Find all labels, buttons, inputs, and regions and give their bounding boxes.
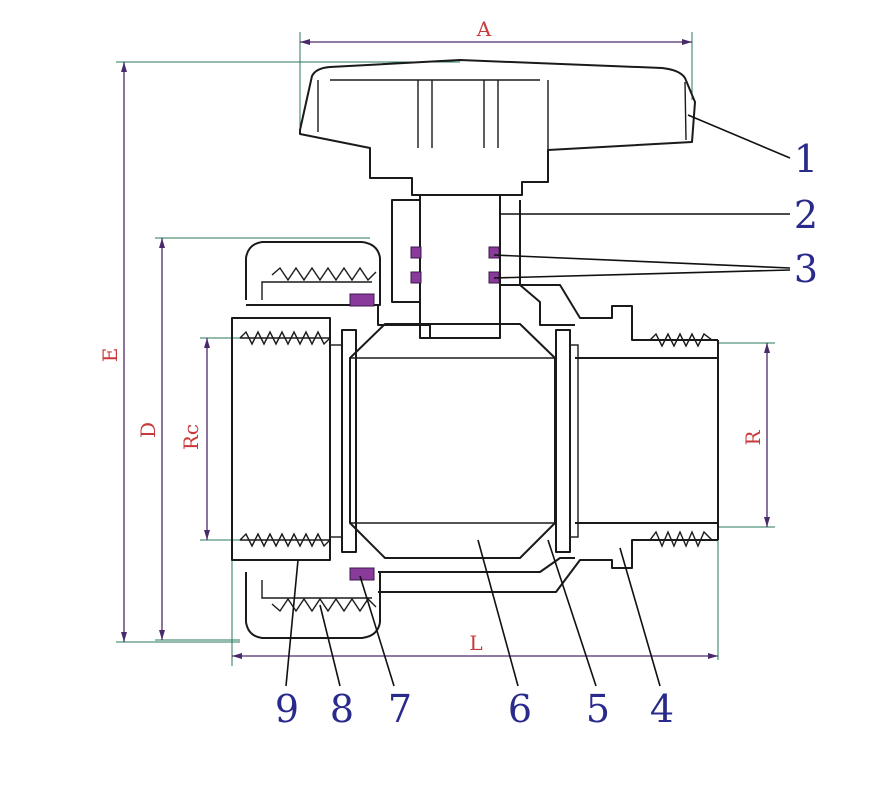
part-number-6: 6 [508, 687, 532, 731]
stem-oring-left-lower [410, 271, 422, 284]
part-number-4: 4 [650, 687, 674, 731]
part-number-5: 5 [586, 687, 610, 731]
dim-label-D: D [136, 422, 160, 438]
dimension-lines [116, 32, 775, 666]
part-number-7: 7 [388, 687, 412, 731]
union-oring-top [349, 293, 375, 307]
dim-label-E: E [98, 348, 122, 363]
valve-body [377, 284, 719, 593]
stem [391, 195, 521, 339]
seat-rings [329, 329, 579, 553]
dim-label-A: A [476, 17, 492, 41]
union-end [231, 241, 381, 639]
dim-label-Rc: Rc [179, 424, 203, 450]
stem-oring-right-upper [488, 246, 500, 259]
leader-lines [285, 114, 791, 687]
handle [299, 59, 696, 196]
dim-label-R: R [741, 430, 765, 446]
ball [349, 323, 556, 559]
part-number-3: 3 [794, 247, 818, 291]
part-number-8: 8 [330, 687, 354, 731]
part-number-9: 9 [275, 687, 299, 731]
stem-oring-left-upper [410, 246, 422, 259]
part-number-2: 2 [794, 193, 818, 237]
union-oring-bottom [349, 567, 375, 581]
part-number-1: 1 [794, 137, 818, 181]
dim-label-L: L [469, 631, 482, 655]
